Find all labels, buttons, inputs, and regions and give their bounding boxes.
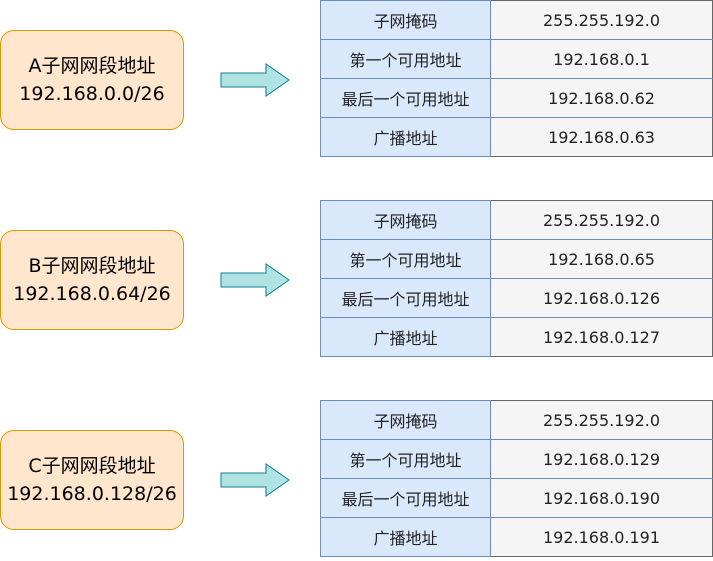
label-cell: 最后一个可用地址 [320,478,491,518]
value-cell: 192.168.0.63 [490,117,713,157]
label-cell: 广播地址 [320,317,491,357]
label-cell: 广播地址 [320,117,491,157]
label-cell: 子网掩码 [320,0,491,40]
label-cell: 第一个可用地址 [320,439,491,479]
label-cell: 广播地址 [320,517,491,557]
subnet-c-title: C子网网段地址 [28,454,156,477]
value-cell: 192.168.0.65 [490,239,713,279]
table-row: 广播地址 192.168.0.191 [320,517,713,557]
value-cell: 255.255.192.0 [490,200,713,240]
table-row: 第一个可用地址 192.168.0.1 [320,39,713,79]
label-cell: 第一个可用地址 [320,239,491,279]
label-cell: 第一个可用地址 [320,39,491,79]
table-row: 子网掩码 255.255.192.0 [320,400,713,440]
value-cell: 192.168.0.1 [490,39,713,79]
table-row: 最后一个可用地址 192.168.0.190 [320,478,713,518]
value-cell: 192.168.0.62 [490,78,713,118]
value-cell: 192.168.0.191 [490,517,713,557]
subnet-a-cidr: 192.168.0.0/26 [19,83,165,105]
label-cell: 最后一个可用地址 [320,278,491,318]
table-row: 子网掩码 255.255.192.0 [320,0,713,40]
table-row: 最后一个可用地址 192.168.0.126 [320,278,713,318]
table-row: 子网掩码 255.255.192.0 [320,200,713,240]
subnet-b-box: B子网网段地址 192.168.0.64/26 [0,230,184,330]
value-cell: 192.168.0.129 [490,439,713,479]
subnet-b-table: 子网掩码 255.255.192.0 第一个可用地址 192.168.0.65 … [320,200,713,357]
subnet-b-title: B子网网段地址 [28,254,156,277]
value-cell: 192.168.0.127 [490,317,713,357]
table-row: 第一个可用地址 192.168.0.129 [320,439,713,479]
arrow-right-icon [220,63,290,97]
subnet-c-cidr: 192.168.0.128/26 [7,483,177,505]
arrow-right-icon [220,263,290,297]
value-cell: 255.255.192.0 [490,0,713,40]
table-row: 广播地址 192.168.0.127 [320,317,713,357]
value-cell: 255.255.192.0 [490,400,713,440]
subnet-a-title: A子网网段地址 [28,54,156,77]
subnet-a-box: A子网网段地址 192.168.0.0/26 [0,30,184,130]
label-cell: 最后一个可用地址 [320,78,491,118]
value-cell: 192.168.0.190 [490,478,713,518]
label-cell: 子网掩码 [320,200,491,240]
label-cell: 子网掩码 [320,400,491,440]
subnet-b-cidr: 192.168.0.64/26 [13,283,171,305]
table-row: 最后一个可用地址 192.168.0.62 [320,78,713,118]
table-row: 第一个可用地址 192.168.0.65 [320,239,713,279]
arrow-right-icon [220,463,290,497]
table-row: 广播地址 192.168.0.63 [320,117,713,157]
subnet-a-table: 子网掩码 255.255.192.0 第一个可用地址 192.168.0.1 最… [320,0,713,157]
subnet-c-box: C子网网段地址 192.168.0.128/26 [0,430,184,530]
subnet-c-table: 子网掩码 255.255.192.0 第一个可用地址 192.168.0.129… [320,400,713,557]
value-cell: 192.168.0.126 [490,278,713,318]
